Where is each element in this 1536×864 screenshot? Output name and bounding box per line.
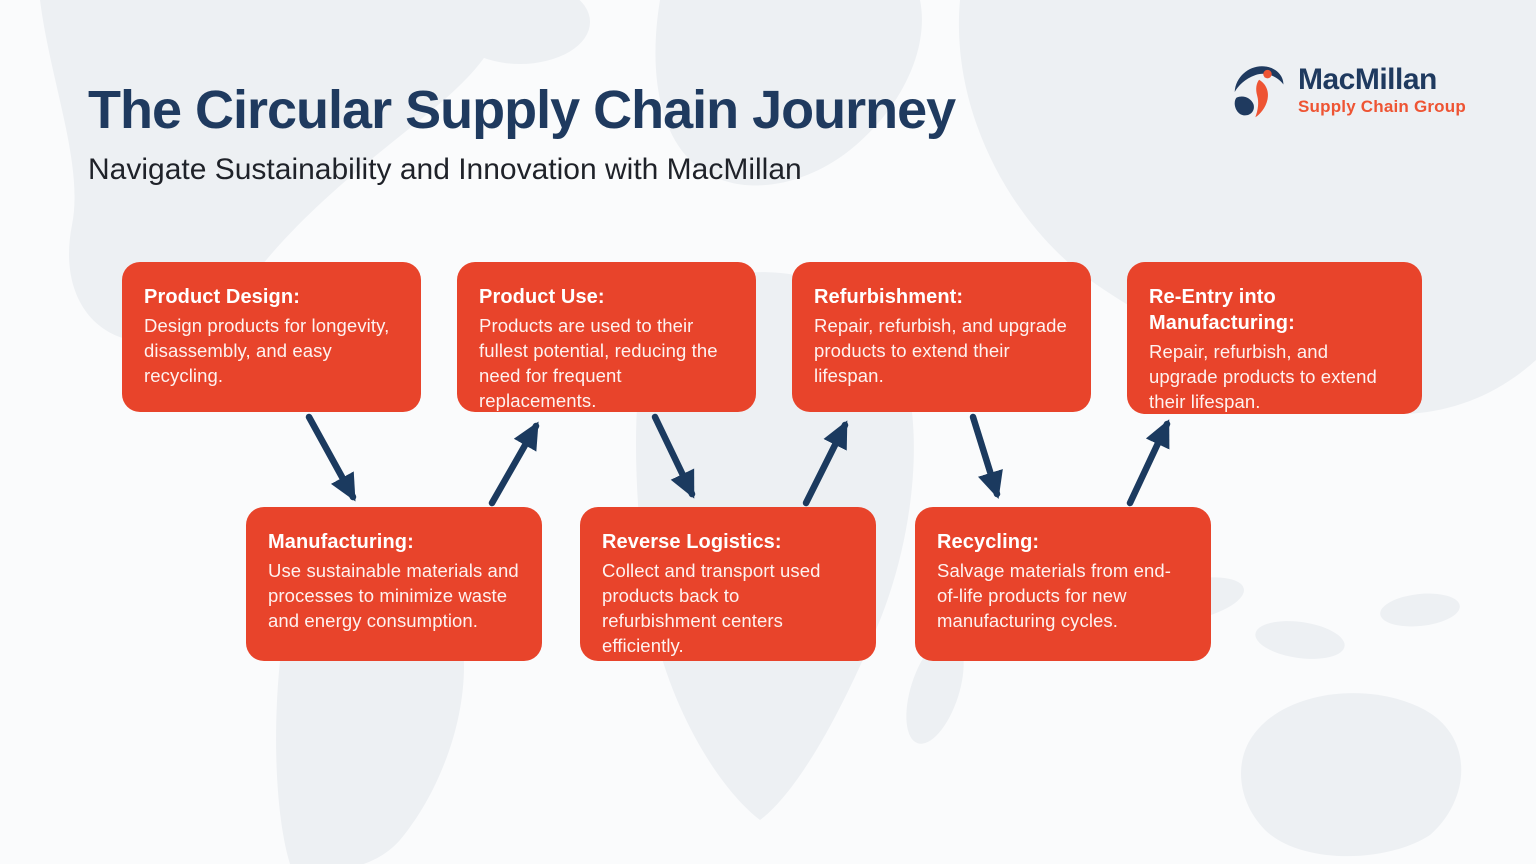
card-description: Use sustainable materials and processes … [268, 560, 519, 631]
card-title: Reverse Logistics: [602, 531, 782, 553]
card-manufacturing: Manufacturing: Use sustainable materials… [246, 507, 542, 661]
logo-name: MacMillan [1298, 63, 1437, 96]
card-title: Product Use: [479, 286, 605, 308]
card-product-design: Product Design: Design products for long… [122, 262, 421, 412]
card-description: Products are used to their fullest poten… [479, 315, 718, 411]
card-product-use: Product Use: Products are used to their … [457, 262, 756, 412]
card-title: Refurbishment: [814, 286, 964, 308]
logo-tagline: Supply Chain Group [1298, 97, 1466, 116]
logo: MacMillan Supply Chain Group [1230, 60, 1466, 122]
card-title: Re-Entry into Manufacturing: [1149, 286, 1295, 334]
arrow-reverse-logistics-to-refurbishment [802, 420, 849, 507]
arrow-product-design-to-manufacturing [305, 413, 357, 502]
page-subtitle: Navigate Sustainability and Innovation w… [88, 153, 802, 186]
card-title: Product Design: [144, 286, 300, 308]
arrow-manufacturing-to-product-use [488, 421, 540, 507]
arrow-recycling-to-re-entry [1126, 419, 1171, 507]
card-title: Recycling: [937, 531, 1040, 553]
card-re-entry-into-manufacturing: Re-Entry into Manufacturing: Repair, ref… [1127, 262, 1422, 414]
card-reverse-logistics: Reverse Logistics: Collect and transport… [580, 507, 876, 661]
card-description: Salvage materials from end-of-life produ… [937, 560, 1172, 631]
card-recycling: Recycling: Salvage materials from end-of… [915, 507, 1211, 661]
globe-swoosh-icon [1234, 66, 1284, 118]
arrow-product-use-to-reverse-logistics [651, 413, 696, 499]
page-title: The Circular Supply Chain Journey [88, 80, 956, 140]
card-description: Repair, refurbish, and upgrade products … [814, 315, 1067, 386]
card-title: Manufacturing: [268, 531, 414, 553]
header: The Circular Supply Chain Journey Naviga… [88, 80, 956, 188]
card-refurbishment: Refurbishment: Repair, refurbish, and up… [792, 262, 1091, 412]
card-description: Design products for longevity, disassemb… [144, 315, 390, 386]
arrow-refurbishment-to-recycling [969, 413, 1003, 499]
card-description: Collect and transport used products back… [602, 560, 821, 656]
logo-text: MacMillan Supply Chain Group [1298, 60, 1466, 117]
card-description: Repair, refurbish, and upgrade products … [1149, 341, 1377, 412]
